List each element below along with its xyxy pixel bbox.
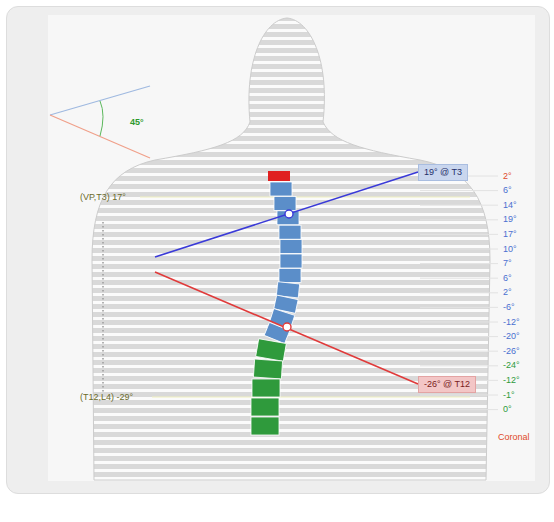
t12-angle-box: -26° @ T12 bbox=[418, 376, 476, 393]
scale-value: -20° bbox=[503, 331, 520, 342]
t3-tilt-line bbox=[155, 172, 418, 257]
angle-value: -26° @ T12 bbox=[424, 379, 470, 390]
lumbar-vertebrae bbox=[251, 339, 286, 435]
angle-value: 19° @ T3 bbox=[424, 167, 462, 178]
plumb-line bbox=[102, 222, 104, 392]
scale-value: 19° bbox=[503, 214, 517, 225]
scale-value: 6° bbox=[503, 273, 512, 284]
leader-line bbox=[140, 197, 470, 198]
measure-label: (VP,T3) 17° bbox=[80, 192, 126, 203]
scale-value: 2° bbox=[503, 287, 512, 298]
vertebra-prominens bbox=[268, 171, 290, 181]
scale-value: 2° bbox=[503, 171, 512, 182]
scale-value: -6° bbox=[503, 302, 515, 313]
angle-symbol bbox=[50, 86, 150, 158]
scale-value: 10° bbox=[503, 244, 517, 255]
scale-value: -26° bbox=[503, 346, 520, 357]
scale-value: -12° bbox=[503, 317, 520, 328]
t3-angle-box: 19° @ T3 bbox=[418, 164, 468, 181]
t12-tilt-line bbox=[155, 272, 418, 384]
measure-label: (T12,L4) -29° bbox=[80, 392, 133, 403]
t12-marker bbox=[283, 323, 291, 331]
scan-ground bbox=[48, 15, 535, 481]
scale-value: 7° bbox=[503, 258, 512, 269]
scale-value: -24° bbox=[503, 360, 520, 371]
leader-line bbox=[152, 397, 470, 398]
scale-value: -12° bbox=[503, 375, 520, 386]
view-label: Coronal bbox=[498, 432, 530, 443]
scale-value: 14° bbox=[503, 200, 517, 211]
t3-marker bbox=[285, 210, 293, 218]
scale-value: 0° bbox=[503, 404, 512, 415]
thoracic-vertebrae bbox=[264, 182, 302, 344]
scale-value: 6° bbox=[503, 185, 512, 196]
scale-value: 17° bbox=[503, 229, 517, 240]
angle-label: 45° bbox=[130, 117, 144, 128]
scale-value: -1° bbox=[503, 390, 515, 401]
